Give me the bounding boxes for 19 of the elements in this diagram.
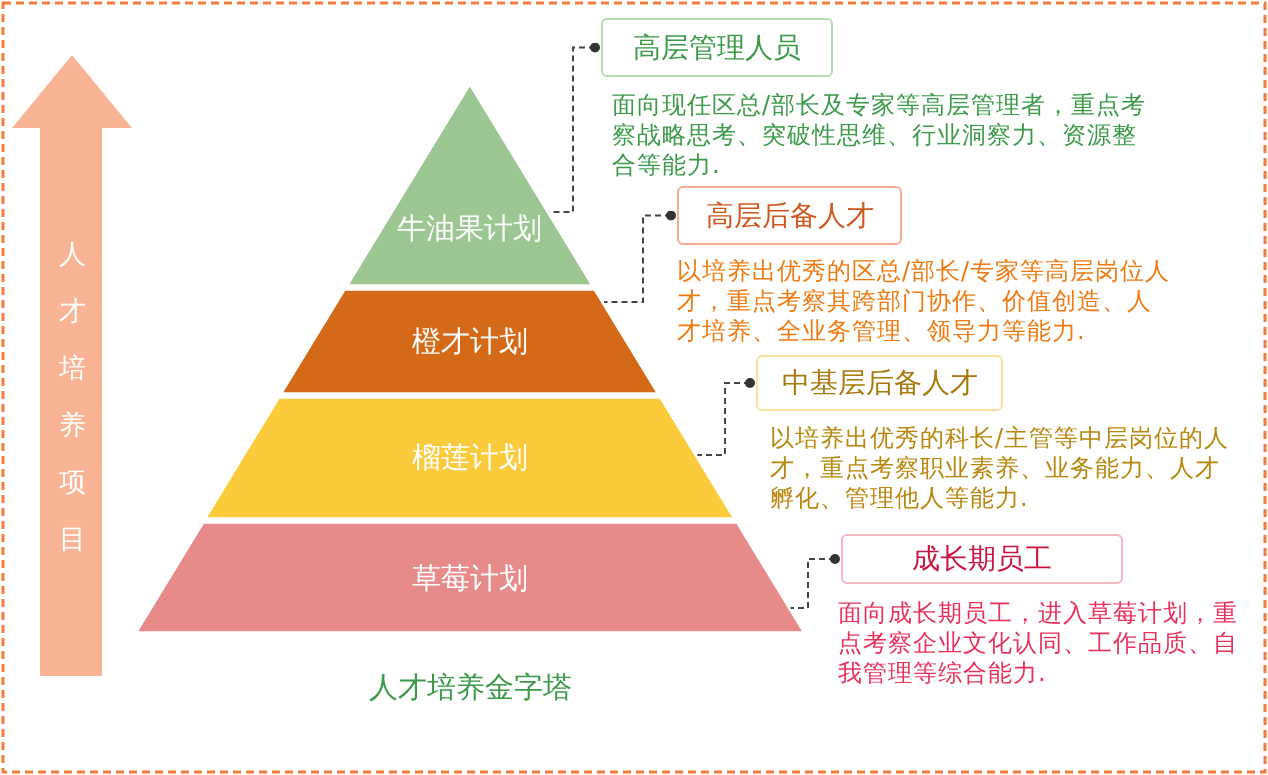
description-text: 面向现任区总/部长及专家等高层管理者，重点考察战略思考、突破性思维、行业洞察力、资源整合等能力.: [612, 90, 1148, 180]
leader-line: [603, 210, 676, 303]
leader-line: [789, 554, 840, 609]
title-box: 高层后备人才: [677, 186, 902, 245]
title-box: 中基层后备人才: [756, 355, 1003, 411]
tier-label: 草莓计划: [411, 560, 529, 597]
leader-line: [548, 42, 600, 213]
leader-line: [696, 378, 755, 456]
tier-label: 榴莲计划: [411, 439, 529, 476]
arrow-label: 人才培养项目: [57, 237, 87, 556]
tier-label: 牛油果计划: [396, 210, 544, 247]
up-arrow: [12, 55, 132, 676]
caption-text: 人才培养金字塔: [367, 669, 573, 706]
tier-label: 橙才计划: [411, 323, 529, 360]
title-box: 高层管理人员: [601, 18, 833, 77]
description-text: 以培养出优秀的区总/部长/专家等高层岗位人才，重点考察其跨部门协作、价值创造、人才培养、全业务管理、领导力等能力.: [677, 256, 1172, 346]
description-text: 以培养出优秀的科长/主管等中层岗位的人才，重点考察职业素养、业务能力、人才孵化、管理他人等能力.: [770, 423, 1231, 513]
description-text: 面向成长期员工，进入草莓计划，重点考察企业文化认同、工作品质、自我管理等综合能力.: [838, 598, 1239, 688]
title-box: 成长期员工: [841, 534, 1123, 584]
